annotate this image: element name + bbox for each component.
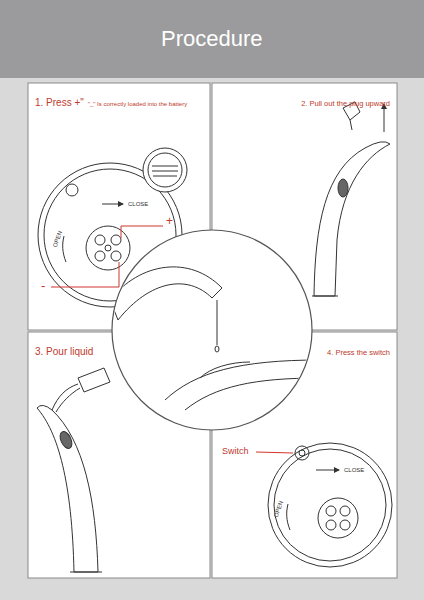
step-heading: 3. Pour liquid [35, 340, 203, 359]
battery-cap [143, 148, 187, 192]
page-title: Procedure [161, 28, 263, 50]
step-panel: 2. Pull out the plug upward [212, 83, 397, 330]
polarity-mark: - [41, 279, 45, 292]
step-heading: 1. Press +" "_" Is correctly loaded into … [35, 91, 203, 110]
spout-detail [110, 267, 320, 410]
step-panel: 1. Press +" "_" Is correctly loaded into … [28, 83, 210, 330]
step-panel: 3. Pour liquid [28, 332, 210, 578]
step-title: 2. Pull out the plug upward [301, 99, 390, 108]
step-title: 3. Pour liquid [35, 346, 93, 357]
step-heading: 2. Pull out the plug upward [219, 91, 390, 110]
header-band [0, 0, 424, 78]
leader-line [256, 452, 293, 453]
step-title: 1. Press +" [35, 97, 84, 108]
direction-label: CLOSE [128, 201, 148, 207]
dispenser [37, 368, 110, 572]
dispenser [312, 102, 390, 296]
step-title: 4. Press the switch [327, 348, 390, 357]
direction-label: CLOSE [344, 467, 364, 473]
detail-circle [112, 230, 312, 430]
bottom-view [268, 443, 392, 567]
polarity-mark: + [166, 215, 173, 227]
step-heading: 4. Press the switch [219, 340, 390, 359]
part-label: Switch [222, 447, 249, 456]
step-note: "_" Is correctly loaded into the battery [88, 101, 187, 107]
